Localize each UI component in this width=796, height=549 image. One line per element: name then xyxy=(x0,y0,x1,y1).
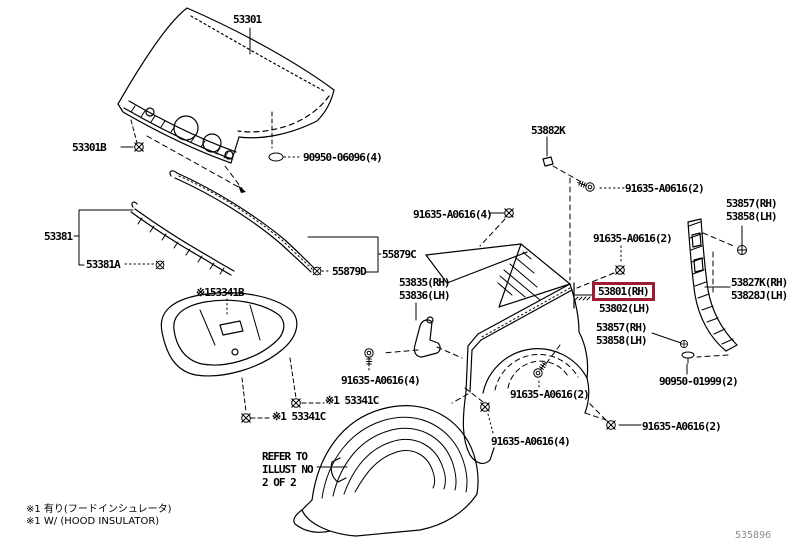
clip-icon xyxy=(681,351,695,364)
part-label-53341C-2[interactable]: ※1 53341C xyxy=(272,410,326,423)
part-label-91635-fender-mid[interactable]: 91635-A0616(2) xyxy=(510,388,590,401)
part-label-53836[interactable]: 53836(LH) xyxy=(399,289,451,302)
part-label-91635-liner[interactable]: 91635-A0616(4) xyxy=(491,435,571,448)
fender-liner-drawing xyxy=(293,405,479,537)
cowl-seal-drawing xyxy=(130,201,235,276)
footnote-english: ※1 W/ (HOOD INSULATOR) xyxy=(26,516,160,527)
part-label-53857-lower[interactable]: 53857(RH) xyxy=(596,321,648,334)
part-label-90950-01999[interactable]: 90950-01999(2) xyxy=(659,375,739,388)
part-label-53835[interactable]: 53835(RH) xyxy=(399,276,451,289)
part-label-53381A[interactable]: 53381A xyxy=(86,258,121,271)
part-label-53882K[interactable]: 53882K xyxy=(531,124,566,137)
part-label-91635-apron-left[interactable]: 91635-A0616(4) xyxy=(341,374,421,387)
clip-icon xyxy=(610,260,630,280)
part-label-53857-upper[interactable]: 53857(RH) xyxy=(726,197,778,210)
fender-drawing xyxy=(425,177,607,465)
refer-note-line2: ILLUST NO xyxy=(262,463,314,476)
refer-note-line3: 2 OF 2 xyxy=(262,476,297,489)
clip-icon xyxy=(475,397,495,417)
part-label-90950-06096[interactable]: 90950-06096(4) xyxy=(303,151,383,164)
grommet-icon xyxy=(679,339,689,349)
hood-drawing xyxy=(117,7,335,193)
leader-lines xyxy=(73,27,743,468)
insulator-drawing xyxy=(160,292,298,413)
part-label-55879D[interactable]: 55879D xyxy=(332,265,367,278)
bolt-icon xyxy=(364,348,374,367)
part-label-53301[interactable]: 53301 xyxy=(233,13,262,26)
refer-note-line1: REFER TO xyxy=(262,450,308,463)
drawing-number: 535896 xyxy=(735,530,772,541)
apron-seal-drawing xyxy=(382,316,463,359)
part-label-91635-fender-top[interactable]: 91635-A0616(2) xyxy=(593,232,673,245)
protector-drawing xyxy=(542,156,584,184)
part-label-53802[interactable]: 53802(LH) xyxy=(599,302,651,315)
part-label-55879C[interactable]: 55879C xyxy=(382,248,417,261)
grommet-icon xyxy=(736,244,748,256)
part-label-53301B[interactable]: 53301B xyxy=(72,141,107,154)
clip-icon xyxy=(151,256,169,274)
part-label-53827K[interactable]: 53827K(RH) xyxy=(731,276,788,289)
hood-seal-drawing xyxy=(169,170,316,273)
part-label-91635-fender-lower[interactable]: 91635-A0616(2) xyxy=(642,420,722,433)
part-label-53381[interactable]: 53381 xyxy=(44,230,73,243)
part-label-53858-lower[interactable]: 53858(LH) xyxy=(596,334,648,347)
fastener-icons xyxy=(129,137,748,435)
grommet-icon xyxy=(268,152,284,162)
part-label-53858-upper[interactable]: 53858(LH) xyxy=(726,210,778,223)
part-label-91635-protector[interactable]: 91635-A0616(2) xyxy=(625,182,705,195)
part-label-53341C-1[interactable]: ※1 53341C xyxy=(325,394,379,407)
part-label-53801-highlight[interactable]: 53801(RH) xyxy=(592,282,655,301)
part-label-53828J[interactable]: 53828J(LH) xyxy=(731,289,788,302)
part-label-53341B[interactable]: ※153341B xyxy=(196,286,245,299)
retainer-drawing xyxy=(687,218,738,358)
footnote-japanese: ※1 有り(フードインシュレータ) xyxy=(26,504,172,515)
part-label-91635-apron-top[interactable]: 91635-A0616(4) xyxy=(413,208,493,221)
